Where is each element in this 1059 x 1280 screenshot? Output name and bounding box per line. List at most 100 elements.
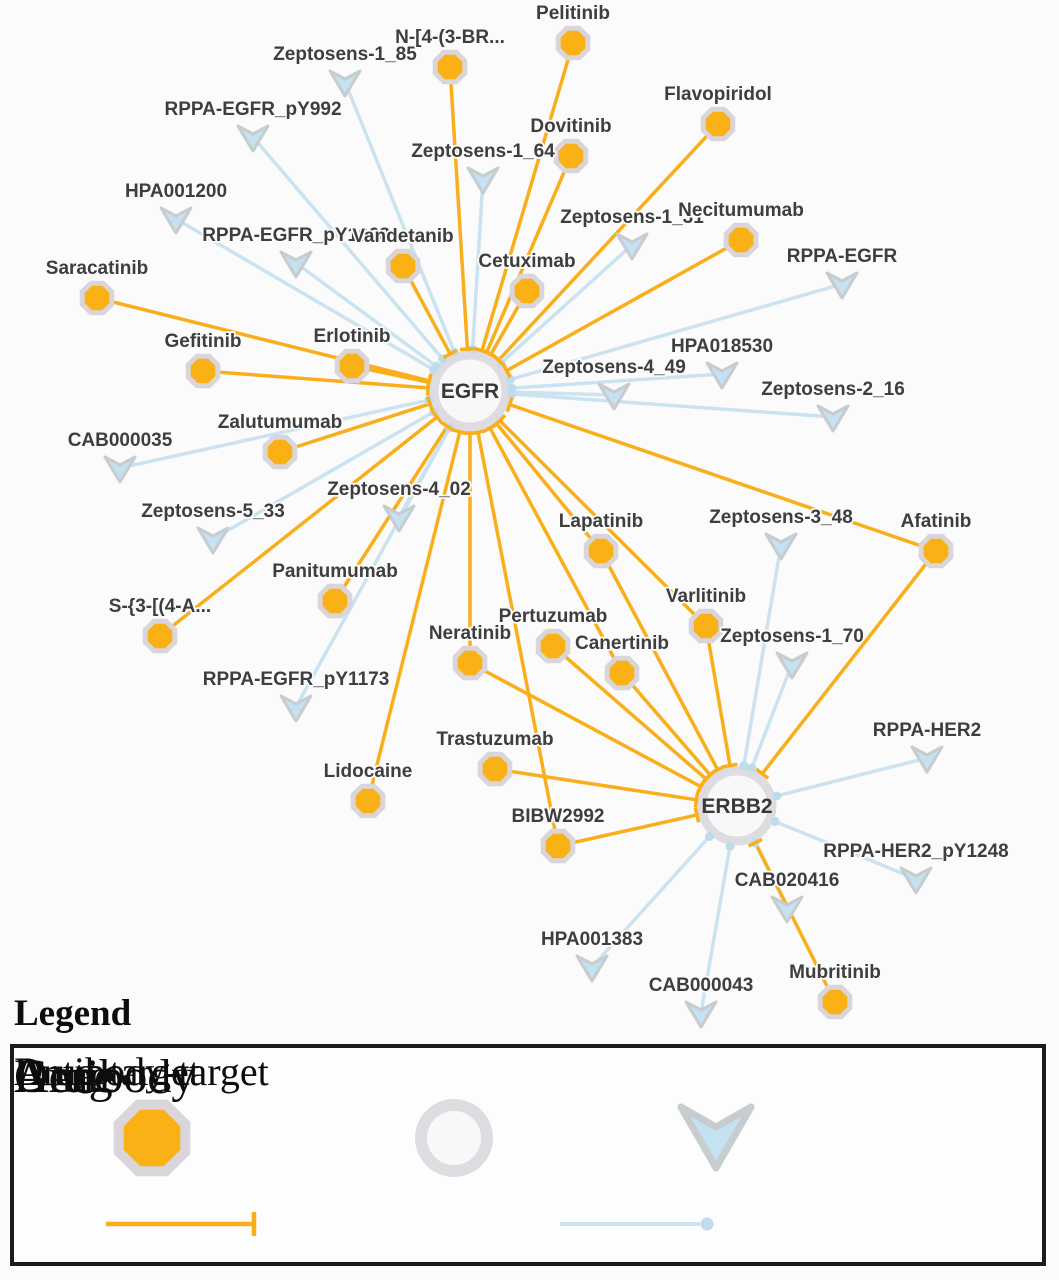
antibody-label-zeptosens-3-48: Zeptosens-3_48	[709, 507, 853, 528]
drug-node-zalutumumab	[262, 434, 298, 470]
tee-marker	[693, 807, 701, 823]
antibody-label-zeptosens-1-31: Zeptosens-1_31	[560, 207, 704, 228]
drug-target-edge	[753, 841, 837, 1003]
tee-marker	[426, 396, 434, 412]
node-layer	[79, 25, 954, 1029]
antibody-node-rppa-egfr-py1173	[279, 694, 313, 723]
drug-node-afatinib	[918, 533, 954, 569]
drug-node-bibw2992	[540, 828, 576, 864]
tee-marker	[755, 767, 770, 780]
drug-target-edge	[469, 661, 702, 789]
antibody-node-zeptosens-3-48	[764, 532, 798, 561]
drug-legend-label: Drug	[14, 1050, 113, 1103]
drug-target-edge	[279, 402, 431, 454]
antibody-node-zeptosens-2-16	[816, 404, 850, 433]
antibody-node-hpa001383	[575, 954, 609, 983]
drug-target-edge	[495, 422, 603, 553]
dot-marker	[507, 389, 517, 399]
edge-layer	[96, 42, 938, 1014]
dot-marker	[705, 831, 715, 841]
antibody-label-rppa-her2: RPPA-HER2	[873, 720, 981, 741]
antibody-node-rppa-her2-py1248	[899, 866, 933, 895]
drug-target-edge	[505, 238, 742, 373]
drug-node-trastuzumab	[477, 751, 513, 787]
tee-marker	[693, 792, 700, 808]
antibody-label-layer: Zeptosens-1_85RPPA-EGFR_pY992Zeptosens-1…	[66, 42, 1011, 998]
drug-node-canertinib	[604, 655, 640, 691]
drug-node-dovitinib	[553, 138, 589, 174]
drug-target-edge	[488, 427, 624, 674]
drug-label-saracatinib: Saracatinib	[46, 258, 148, 279]
dot-marker	[725, 841, 735, 851]
drug-node-s-3-4-a	[142, 618, 178, 654]
antibody-node-cab020416	[770, 895, 804, 924]
antibody-label-zeptosens-5-33: Zeptosens-5_33	[141, 501, 285, 522]
drug-target-edge	[448, 66, 470, 350]
dot-marker-icon	[700, 1217, 714, 1231]
dot-marker	[739, 761, 749, 771]
antibody-target-edge	[251, 135, 445, 361]
antibody-node-rppa-egfr-py1068	[279, 250, 313, 279]
drug-target-edge	[760, 549, 938, 775]
antibody-node-zeptosens-1-85	[328, 69, 362, 98]
gene-label-erbb2: ERBB2	[701, 795, 772, 818]
drug-node-cetuximab	[509, 273, 545, 309]
tee-marker	[442, 348, 458, 360]
drug-label-necitumumab: Necitumumab	[678, 200, 804, 221]
antibody-target-edge	[776, 756, 928, 798]
drug-target-edge	[96, 296, 430, 383]
antibody-node-rppa-egfr-py992	[236, 124, 270, 153]
drug-node-lidocaine	[350, 783, 386, 819]
drug-target-edge	[497, 122, 720, 362]
gene-label-egfr: EGFR	[441, 380, 499, 403]
drug-label-zalutumumab: Zalutumumab	[218, 412, 343, 433]
drug-target-edge	[704, 625, 732, 766]
drug-node-saracatinib	[79, 280, 115, 316]
tee-marker	[425, 374, 433, 390]
drug-node-neratinib	[452, 645, 488, 681]
drug-label-trastuzumab: Trastuzumab	[436, 729, 553, 750]
antibody-target-edge	[774, 819, 917, 881]
antibody-node-zeptosens-1-64	[466, 166, 500, 195]
antibody-target-edge	[119, 398, 430, 470]
drug-target-edge	[509, 402, 937, 553]
legend-box: Drug Gene Antibody Drug-target	[10, 1044, 1046, 1266]
drug-label-pelitinib: Pelitinib	[536, 3, 610, 24]
tee-marker	[501, 363, 512, 378]
antibody-node-zeptosens-1-31	[615, 232, 649, 261]
drug-legend-icon	[100, 1086, 204, 1195]
antibody-target-edge	[294, 261, 438, 368]
antibody-node-zeptosens-5-33	[196, 526, 230, 555]
gene-label-layer: EGFR ERBB2	[441, 380, 773, 818]
gene-node-egfr	[429, 350, 511, 432]
drug-label-erlotinib: Erlotinib	[313, 326, 390, 347]
antibody-label-rppa-egfr: RPPA-EGFR	[787, 246, 898, 267]
antibody-label-rppa-her2-py1248: RPPA-HER2_pY1248	[823, 841, 1009, 862]
drug-node-n-4-3-br	[432, 49, 468, 85]
tee-marker	[747, 837, 763, 848]
antibody-node-hpa001200	[159, 206, 193, 235]
antibody-label-cab020416: CAB020416	[735, 870, 840, 891]
antibody-node-zeptosens-4-02	[382, 504, 416, 533]
antibody-label-zeptosens-4-02: Zeptosens-4_02	[327, 479, 471, 500]
antibody-node-hpa018530	[705, 361, 739, 390]
antibody-target-edge	[742, 544, 783, 766]
tee-marker	[470, 429, 486, 436]
drug-node-pelitinib	[555, 25, 591, 61]
tee-marker	[431, 410, 444, 425]
antibody-label-cab000035: CAB000035	[68, 430, 173, 451]
antibody-legend-label: Antibody	[14, 1050, 196, 1103]
drug-node-mubritinib	[817, 984, 853, 1020]
drug-target-edge	[498, 419, 708, 628]
antibody-label-hpa001383: HPA001383	[541, 929, 643, 950]
drug-label-mubritinib: Mubritinib	[789, 962, 881, 983]
antibody-target-legend-label: Antibody-target	[14, 1049, 269, 1094]
antibody-target-edge	[509, 282, 843, 382]
antibody-label-zeptosens-2-16: Zeptosens-2_16	[761, 379, 905, 400]
gene-circle-icon	[415, 1099, 493, 1177]
drug-target-edge	[551, 644, 708, 781]
dot-marker	[772, 791, 782, 801]
antibody-target-edge	[212, 410, 435, 541]
tee-marker	[459, 346, 476, 352]
